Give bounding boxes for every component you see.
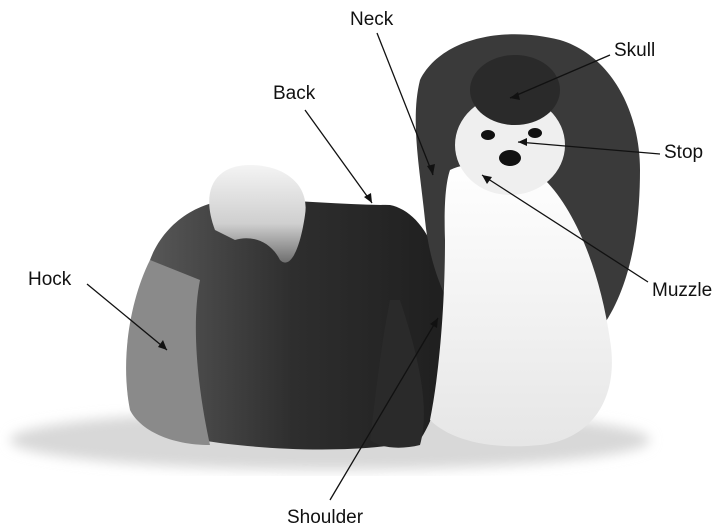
nose [499,150,521,166]
eye-left [481,130,495,140]
label-neck: Neck [350,10,393,29]
label-skull: Skull [614,41,655,60]
label-back: Back [273,84,315,103]
label-muzzle: Muzzle [652,281,712,300]
topknot [470,55,560,125]
label-hock: Hock [28,270,71,289]
label-stop: Stop [664,143,703,162]
label-shoulder: Shoulder [287,508,363,527]
pointer-back [305,110,372,203]
eye-right [528,128,542,138]
